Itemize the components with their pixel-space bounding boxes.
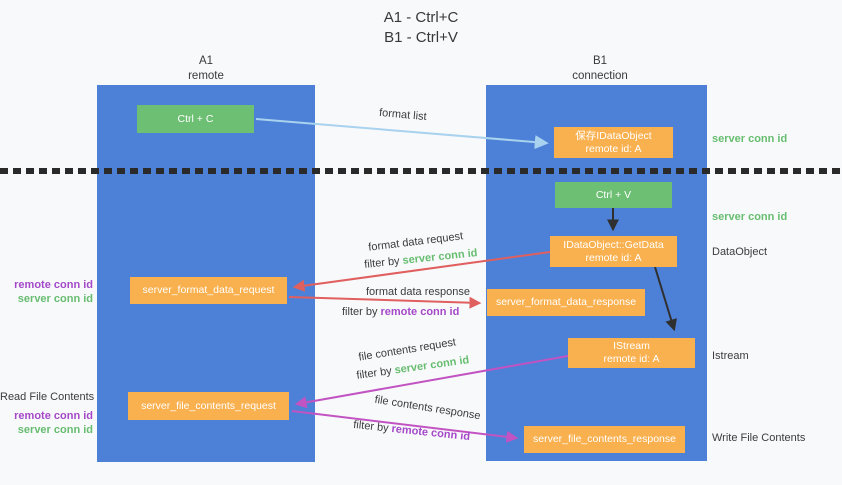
lane-a1-title: A1 xyxy=(198,55,214,67)
read-file-contents-label: Read File Contents xyxy=(0,391,95,403)
title-line-2: B1 - Ctrl+V xyxy=(384,29,458,46)
istream-line1: IStream xyxy=(613,340,650,352)
getdata-line2: remote id: A xyxy=(585,251,642,264)
lane-b1-title: B1 xyxy=(592,55,608,67)
server-file-contents-response-label: server_file_contents_response xyxy=(532,433,676,445)
node-server-format-data-request: server_format_data_request xyxy=(130,277,287,304)
node-istream: IStream remote id: A xyxy=(568,338,695,368)
right-server-conn-id-1: server conn id xyxy=(712,133,788,145)
save-idataobject-line1: 保存IDataObject xyxy=(575,129,652,142)
diagram-title: A1 - Ctrl+C B1 - Ctrl+V xyxy=(0,8,842,48)
left-conn-id-group-2: remote conn id server conn id xyxy=(0,410,93,437)
istream-side-label: Istream xyxy=(712,350,749,362)
getdata-line1: IDataObject::GetData xyxy=(563,238,664,251)
filter-by-prefix: filter by xyxy=(363,255,401,271)
server-format-data-request-label: server_format_data_request xyxy=(142,284,275,296)
left-remote-conn-id-1: remote conn id xyxy=(14,279,93,291)
format-data-response-label: format data response xyxy=(366,286,470,298)
node-save-idataobject: 保存IDataObject remote id: A xyxy=(554,127,673,158)
left-server-conn-id-2: server conn id xyxy=(17,423,93,436)
node-idataobject-getdata: IDataObject::GetData remote id: A xyxy=(550,236,677,267)
istream-line2: remote id: A xyxy=(603,353,660,365)
format-list-label: format list xyxy=(378,106,428,124)
write-file-contents-label: Write File Contents xyxy=(712,432,806,444)
session-divider-dashed-line xyxy=(0,168,842,174)
filter-key-server-conn-id: server conn id xyxy=(393,354,470,377)
filter-key-remote-conn-id: remote conn id xyxy=(380,306,460,318)
lane-b1-subtitle: connection xyxy=(572,70,628,82)
filter-by-prefix: filter by xyxy=(352,418,390,435)
node-server-file-contents-response: server_file_contents_response xyxy=(524,426,685,453)
dataobject-label: DataObject xyxy=(712,246,768,258)
file-contents-response-label: file contents response xyxy=(373,393,482,423)
left-conn-id-group-1: remote conn id server conn id xyxy=(0,279,93,306)
ctrl-v-label: Ctrl + V xyxy=(595,188,632,201)
right-server-conn-id-2: server conn id xyxy=(712,211,788,223)
server-format-data-response-label: server_format_data_response xyxy=(495,296,637,308)
left-remote-conn-id-2: remote conn id xyxy=(14,410,93,422)
title-line-1: A1 - Ctrl+C xyxy=(383,9,459,26)
save-idataobject-line2: remote id: A xyxy=(585,142,642,155)
ctrl-c-label: Ctrl + C xyxy=(177,112,214,125)
lane-a1-subtitle: remote xyxy=(188,70,224,82)
left-server-conn-id-1: server conn id xyxy=(17,292,93,305)
node-ctrl-c: Ctrl + C xyxy=(137,105,254,133)
filter-by-prefix: filter by xyxy=(342,306,378,318)
filter-by-prefix: filter by xyxy=(355,365,393,382)
node-server-format-data-response: server_format_data_response xyxy=(487,289,645,316)
server-file-contents-request-label: server_file_contents_request xyxy=(141,399,276,412)
filter-key-server-conn-id: server conn id xyxy=(401,247,478,267)
node-ctrl-v: Ctrl + V xyxy=(555,182,672,208)
lane-header-b1: B1 connection xyxy=(540,54,660,84)
filter-key-remote-conn-id: remote conn id xyxy=(390,422,471,444)
node-server-file-contents-request: server_file_contents_request xyxy=(128,392,289,420)
lane-header-a1: A1 remote xyxy=(146,54,266,84)
